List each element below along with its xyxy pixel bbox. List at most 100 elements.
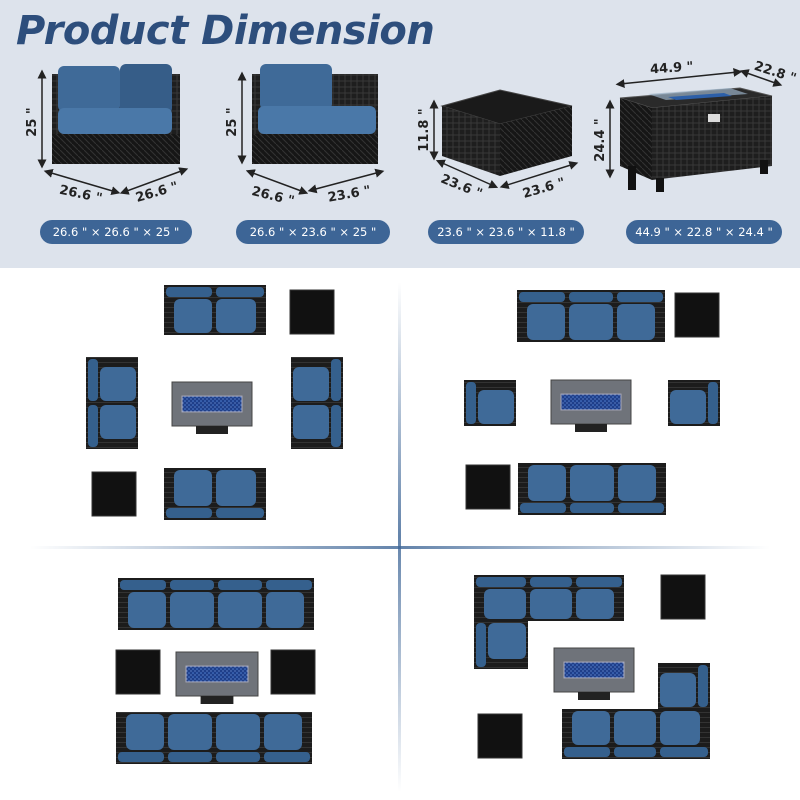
sofa-back-cushion bbox=[614, 747, 656, 757]
sofa-back-cushion bbox=[520, 503, 566, 513]
sofa-back-cushion bbox=[216, 508, 264, 518]
sofa-back-cushion bbox=[476, 577, 526, 587]
sofa-seat-cushion bbox=[264, 714, 302, 750]
sofa-back-cushion bbox=[118, 752, 164, 762]
sofa-seat-cushion bbox=[488, 623, 526, 659]
sofa-back-cushion bbox=[88, 405, 98, 447]
sofa-seat-cushion bbox=[218, 592, 262, 628]
sofa-seat-cushion bbox=[170, 592, 214, 628]
corner-sofa-right-label: 26.6 " bbox=[134, 179, 180, 205]
sofa-back-cushion bbox=[120, 580, 166, 590]
sofa-seat-cushion bbox=[293, 367, 329, 401]
sofa-back-cushion bbox=[166, 287, 212, 297]
sofa-back-cushion bbox=[264, 752, 310, 762]
sofa-back-cushion bbox=[170, 580, 214, 590]
layout-diagrams bbox=[86, 285, 720, 764]
coffee-table bbox=[660, 574, 706, 620]
sofa-seat-cushion bbox=[530, 589, 572, 619]
corner-sofa-drawing bbox=[52, 64, 180, 164]
sofa-seat-cushion bbox=[293, 405, 329, 439]
sofa-seat-cushion bbox=[266, 592, 304, 628]
coffee-table-right-label: 23.6 " bbox=[521, 175, 567, 201]
sofa-back-cushion bbox=[166, 508, 212, 518]
fire-pit-tank bbox=[196, 426, 228, 434]
sofa-seat-cushion bbox=[614, 711, 656, 745]
fire-pit-dimension-badge: 44.9 " × 22.8 " × 24.4 " bbox=[626, 220, 782, 244]
armless-sofa-drawing bbox=[252, 64, 378, 164]
coffee-table-height-label: 11.8 " bbox=[417, 108, 432, 151]
product-dimension-drawings: 25 " 26.6 " 26.6 " 25 " 26.6 " 23.6 " 11… bbox=[25, 59, 798, 209]
sofa-seat-cushion bbox=[572, 711, 610, 745]
sofa-back-cushion bbox=[698, 665, 708, 707]
sofa-back-cushion bbox=[476, 623, 486, 667]
sofa-seat-cushion bbox=[216, 470, 256, 506]
dimension-panel: Product Dimension 25 " 26.6 " bbox=[0, 0, 800, 268]
vertical-divider bbox=[398, 282, 401, 792]
sofa-seat-cushion bbox=[576, 589, 614, 619]
fire-pit-glass bbox=[563, 661, 625, 679]
sofa-back-cushion bbox=[660, 747, 708, 757]
sofa-seat-cushion bbox=[478, 390, 514, 424]
coffee-table bbox=[115, 649, 161, 695]
layout-arrangements bbox=[30, 282, 770, 792]
sofa-seat-cushion bbox=[618, 465, 656, 501]
armless-sofa-dimension-badge: 26.6 " × 23.6 " × 25 " bbox=[236, 220, 390, 244]
corner-sofa-height-label: 25 " bbox=[25, 107, 40, 136]
page-title: Product Dimension bbox=[16, 8, 435, 54]
sofa-back-cushion bbox=[466, 382, 476, 424]
coffee-table bbox=[674, 292, 720, 338]
sofa-back-cushion bbox=[564, 747, 610, 757]
sofa-back-cushion bbox=[218, 580, 262, 590]
fire-pit-glass bbox=[185, 665, 249, 683]
armless-sofa-left-label: 26.6 " bbox=[250, 184, 296, 209]
fire-pit-tank bbox=[200, 696, 234, 704]
sofa-seat-cushion bbox=[660, 673, 696, 707]
sofa-seat-cushion bbox=[168, 714, 212, 750]
coffee-table-drawing bbox=[440, 89, 573, 176]
corner-sofa-dimension-badge: 26.6 " × 26.6 " × 25 " bbox=[40, 220, 192, 244]
sofa-back-cushion bbox=[331, 405, 341, 447]
sofa-seat-cushion bbox=[570, 465, 614, 501]
sofa-back-cushion bbox=[519, 292, 565, 302]
armless-sofa-height-label: 25 " bbox=[225, 107, 240, 136]
coffee-table-dimension-badge: 23.6 " × 23.6 " × 11.8 " bbox=[428, 220, 584, 244]
sofa-seat-cushion bbox=[174, 470, 212, 506]
coffee-table-left-label: 23.6 " bbox=[438, 172, 484, 202]
fire-pit-glass bbox=[560, 393, 622, 411]
sofa-back-cushion bbox=[331, 359, 341, 401]
sofa-back-cushion bbox=[530, 577, 572, 587]
sofa-back-cushion bbox=[168, 752, 212, 762]
sofa-seat-cushion bbox=[484, 589, 526, 619]
sofa-seat-cushion bbox=[569, 304, 613, 340]
coffee-table bbox=[465, 464, 511, 510]
sofa-back-cushion bbox=[576, 577, 622, 587]
fire-pit-glass bbox=[181, 395, 243, 413]
sofa-back-cushion bbox=[266, 580, 312, 590]
sofa-seat-cushion bbox=[670, 390, 706, 424]
fire-pit-tank bbox=[575, 424, 607, 432]
sofa-seat-cushion bbox=[660, 711, 700, 745]
sofa-seat-cushion bbox=[216, 714, 260, 750]
sofa-back-cushion bbox=[708, 382, 718, 424]
coffee-table bbox=[477, 713, 523, 759]
sofa-back-cushion bbox=[216, 287, 264, 297]
sofa-seat-cushion bbox=[100, 405, 136, 439]
fire-pit-width-label: 44.9 " bbox=[650, 60, 694, 78]
sofa-seat-cushion bbox=[100, 367, 136, 401]
fire-pit-tank bbox=[578, 692, 610, 700]
sofa-seat-cushion bbox=[527, 304, 565, 340]
sofa-seat-cushion bbox=[126, 714, 164, 750]
coffee-table bbox=[91, 471, 137, 517]
sofa-back-cushion bbox=[617, 292, 663, 302]
sofa-back-cushion bbox=[618, 503, 664, 513]
coffee-table bbox=[270, 649, 316, 695]
sofa-back-cushion bbox=[88, 359, 98, 401]
coffee-table bbox=[289, 289, 335, 335]
sofa-back-cushion bbox=[570, 503, 614, 513]
armless-sofa-right-label: 23.6 " bbox=[327, 183, 372, 205]
sofa-seat-cushion bbox=[528, 465, 566, 501]
sofa-back-cushion bbox=[569, 292, 613, 302]
sofa-back-cushion bbox=[216, 752, 260, 762]
sofa-seat-cushion bbox=[216, 299, 256, 333]
fire-pit-table-drawing bbox=[619, 87, 773, 192]
